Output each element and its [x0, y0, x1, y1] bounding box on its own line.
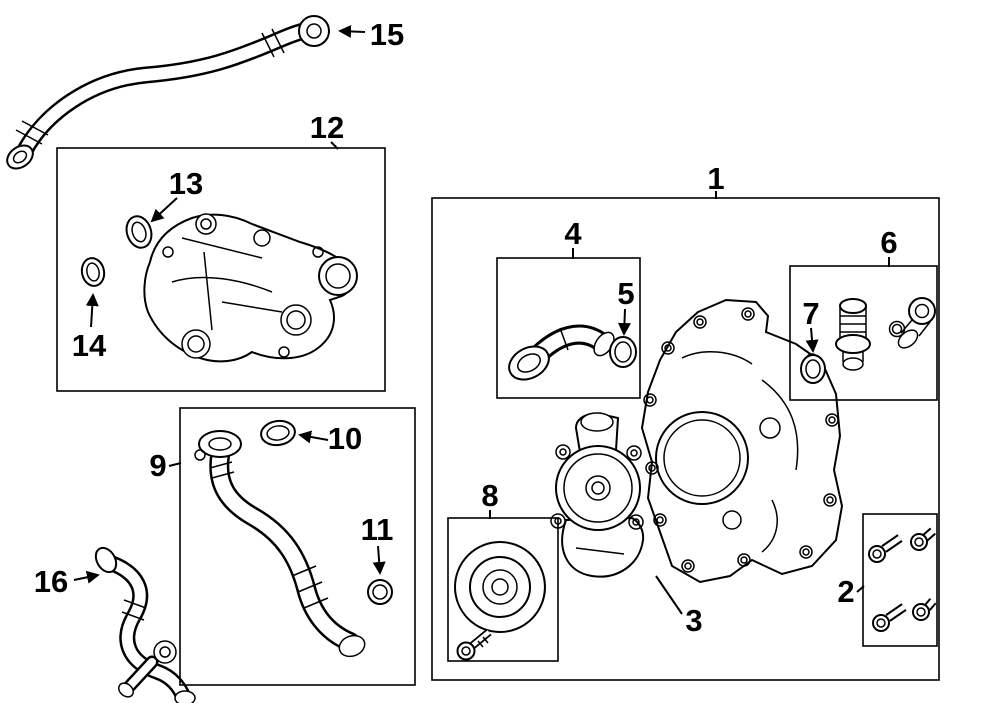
callout-11-arrow [372, 545, 386, 575]
callout-7-label: 7 [802, 296, 819, 331]
group-box-8 [447, 517, 559, 662]
callout-3-leader [655, 575, 683, 615]
callout-13-label: 13 [169, 166, 203, 201]
callout-10-arrow [298, 430, 329, 444]
pulley-drawing [454, 541, 546, 661]
bolts-drawing [868, 527, 937, 632]
group-box-9 [179, 407, 416, 686]
callout-9-label: 9 [149, 448, 166, 483]
callout-15-label: 15 [370, 17, 404, 52]
callout-10-label: 10 [328, 421, 362, 456]
callout-16-arrow [73, 570, 100, 584]
oring-11-drawing [367, 579, 393, 605]
callout-11-label: 11 [361, 512, 394, 547]
callout-8-label: 8 [481, 478, 498, 513]
callout-2-leader [856, 585, 865, 593]
callout-13-arrow [150, 197, 178, 223]
water-pump-housing-drawing [640, 298, 844, 584]
callout-15-arrow [338, 24, 366, 38]
oring-5-drawing [609, 336, 637, 368]
thermostat-housing-drawing [143, 213, 358, 363]
callout-7-arrow [805, 327, 819, 353]
oring-14-drawing [80, 257, 106, 287]
coolant-pipe-drawing [194, 430, 366, 658]
lower-hose-drawing [94, 546, 196, 703]
group-box-1 [431, 197, 940, 681]
water-pump-drawing [550, 412, 645, 578]
callout-3-label: 3 [685, 603, 702, 638]
callout-4-label: 4 [564, 216, 582, 251]
callout-1-label: 1 [707, 161, 724, 196]
callout-14-label: 14 [72, 328, 107, 363]
callout-5-arrow [617, 308, 631, 336]
gasket-10-drawing [260, 419, 296, 447]
group-box-12 [56, 147, 386, 392]
oring-7-drawing [800, 354, 826, 384]
callout-12-label: 12 [310, 110, 344, 145]
callout-5-label: 5 [617, 276, 634, 311]
fittings-drawing [835, 297, 936, 371]
callout-6-label: 6 [880, 225, 897, 260]
group-box-4 [496, 257, 641, 399]
callout-12-leader [330, 141, 339, 150]
connector-hose-drawing [508, 324, 615, 381]
group-box-2 [862, 513, 938, 647]
upper-hose-drawing [6, 15, 330, 170]
seal-13-drawing [125, 215, 153, 249]
callout-9-leader [168, 462, 182, 467]
callout-2-label: 2 [837, 574, 854, 609]
callout-16-label: 16 [34, 564, 68, 599]
group-box-6 [789, 265, 938, 401]
callout-14-arrow [85, 293, 99, 328]
